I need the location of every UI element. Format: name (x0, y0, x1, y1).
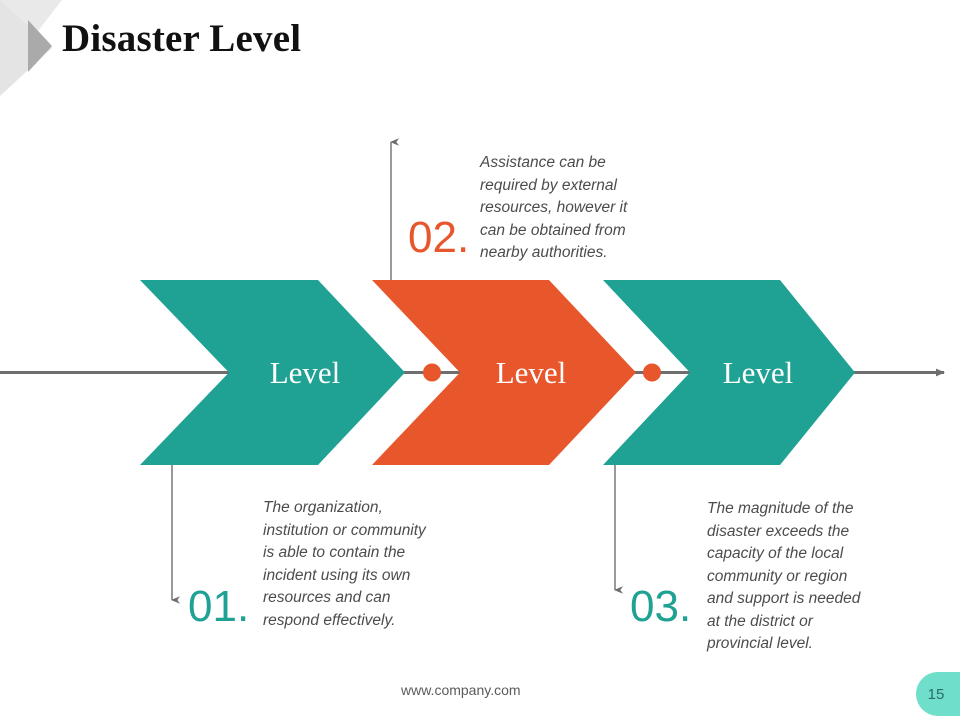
callout-03-text: The magnitude of the disaster exceeds th… (707, 500, 861, 652)
process-chevron-1 (140, 280, 405, 465)
callout-01-number: 01. (188, 582, 250, 631)
callout-03-number: 03. (630, 582, 692, 631)
process-chevron-3-label: Level (722, 355, 794, 390)
footer-website-url: www.company.com (401, 682, 521, 698)
process-chevron-1-label: Level (269, 355, 341, 390)
callout-02-text: Assistance can be required by external r… (480, 154, 628, 261)
page-number-label: 15 (927, 685, 945, 703)
process-chevron-2 (372, 280, 636, 465)
connector-dot-2 (643, 363, 661, 382)
callout-02-number: 02. (408, 213, 470, 262)
callout-01-text: The organization, institution or communi… (263, 499, 426, 629)
page-title: Disaster Level (62, 17, 302, 60)
process-chevron-2-label: Level (495, 355, 567, 390)
connector-dot-1 (423, 363, 441, 382)
process-chevron-3 (603, 280, 855, 465)
page-number-badge: 15 (916, 672, 960, 716)
